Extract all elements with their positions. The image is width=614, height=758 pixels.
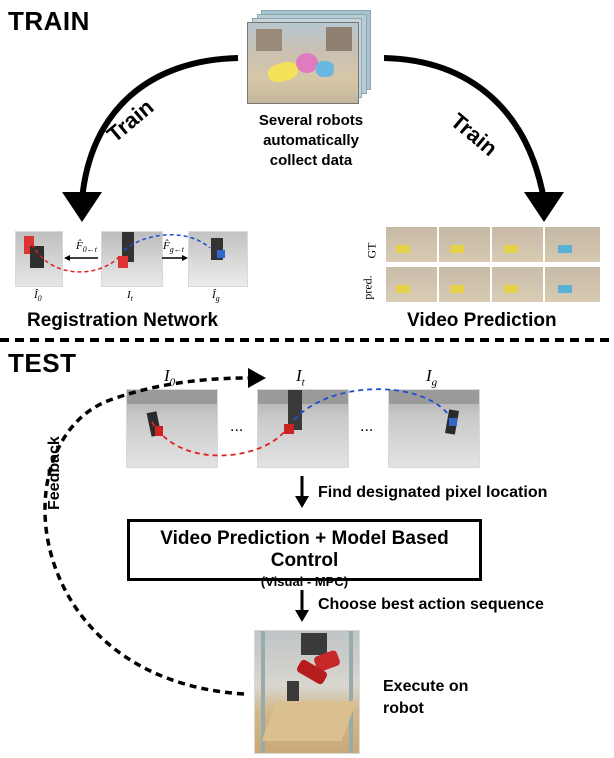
test-frame-label-0-sub: 0 [169, 376, 176, 389]
reg-frame-label-0-sub: 0 [37, 294, 42, 304]
reg-frame-label-g-main: Î [212, 289, 216, 301]
video-prediction-title: Video Prediction [407, 310, 557, 331]
train-header: TRAIN [8, 6, 90, 36]
mpc-box: Video Prediction + Model Based Control (… [127, 519, 482, 589]
test-frame-label-t: It [296, 366, 305, 388]
ellipsis-1: ... [230, 418, 244, 435]
registration-frame-t [101, 231, 163, 287]
step1-arrow [295, 476, 309, 508]
data-collection-image-stack [247, 10, 379, 104]
test-trajectories [151, 388, 449, 457]
test-frame-label-g-main: I [426, 366, 432, 385]
train-arrowhead-left [62, 192, 102, 222]
feedback-label: Feedback [46, 436, 63, 510]
flow-blue-curve [123, 234, 211, 251]
train-arrows [62, 55, 564, 222]
flow-label-g: F̂g←t [163, 240, 184, 254]
ellipsis-2: ... [360, 418, 374, 435]
pred-frame-2 [439, 267, 490, 302]
train-arrow-left [79, 55, 239, 201]
video-prediction-grid [386, 227, 600, 303]
mpc-box-title: Video Prediction + Model Based Control [160, 528, 449, 571]
caption-line-1: Several robots [258, 112, 364, 129]
execute-line-1: Execute on [383, 678, 469, 695]
reg-frame-label-0: Î0 [34, 289, 42, 303]
gt-frame-2 [439, 227, 490, 262]
registration-network-title: Registration Network [27, 310, 219, 331]
flow-label-g-sub: g←t [169, 245, 184, 255]
test-red-trajectory [151, 421, 285, 457]
pred-row-label: pred. [360, 275, 375, 300]
gt-frame-4 [545, 227, 600, 262]
test-frame-label-t-main: I [296, 366, 302, 385]
test-frame-label-0-main: I [164, 366, 170, 385]
pred-frame-4 [545, 267, 600, 302]
flow-label-0-main: F̂ [76, 240, 83, 252]
gt-frame-1 [386, 227, 437, 262]
test-frame-t [257, 389, 349, 468]
test-header: TEST [8, 348, 77, 378]
reg-frame-label-t: It [127, 289, 133, 303]
feedback-loop-path [43, 376, 249, 696]
caption-line-3: collect data [269, 152, 353, 169]
section-divider [0, 338, 614, 342]
flow-red-curve [31, 243, 121, 273]
gt-frame-3 [492, 227, 543, 262]
mpc-box-subtitle: (Visual - MPC) [260, 574, 349, 589]
test-blue-trajectory [293, 388, 449, 421]
step2-arrow [295, 590, 309, 622]
flow-label-0-sub: 0←t [82, 245, 97, 255]
reg-frame-label-0-main: Î [34, 289, 38, 301]
test-frame-0 [126, 389, 218, 468]
step1-label: Find designated pixel location [318, 484, 548, 501]
test-frame-label-t-sub: t [301, 376, 305, 389]
registration-frame-0 [15, 231, 63, 287]
robot-photo [254, 630, 360, 754]
step2-label: Choose best action sequence [318, 596, 544, 613]
reg-frame-label-t-main: I [127, 289, 131, 301]
flow-label-g-main: F̂ [163, 240, 170, 252]
pred-frame-3 [492, 267, 543, 302]
train-arrowhead-right [524, 192, 564, 222]
feedback-arrowhead [248, 368, 266, 388]
test-frame-label-g: Ig [426, 366, 437, 388]
pred-frame-1 [386, 267, 437, 302]
caption-line-2: automatically [263, 132, 359, 149]
reg-frame-label-t-sub: t [130, 294, 133, 304]
execute-label: Execute on robot [383, 676, 468, 720]
test-frame-label-0: I0 [164, 366, 175, 388]
flow-label-0: F̂0←t [76, 240, 97, 254]
test-frame-label-g-sub: g [431, 376, 438, 389]
registration-flows [31, 234, 211, 273]
train-arrow-right [383, 55, 547, 201]
reg-frame-label-g: Îg [212, 289, 220, 303]
feedback-loop [43, 368, 266, 696]
data-collection-caption: Several robots automatically collect dat… [236, 111, 386, 171]
test-frame-g [388, 389, 480, 468]
reg-frame-label-g-sub: g [215, 294, 220, 304]
gt-row-label: GT [364, 242, 379, 259]
execute-line-2: robot [383, 700, 424, 717]
